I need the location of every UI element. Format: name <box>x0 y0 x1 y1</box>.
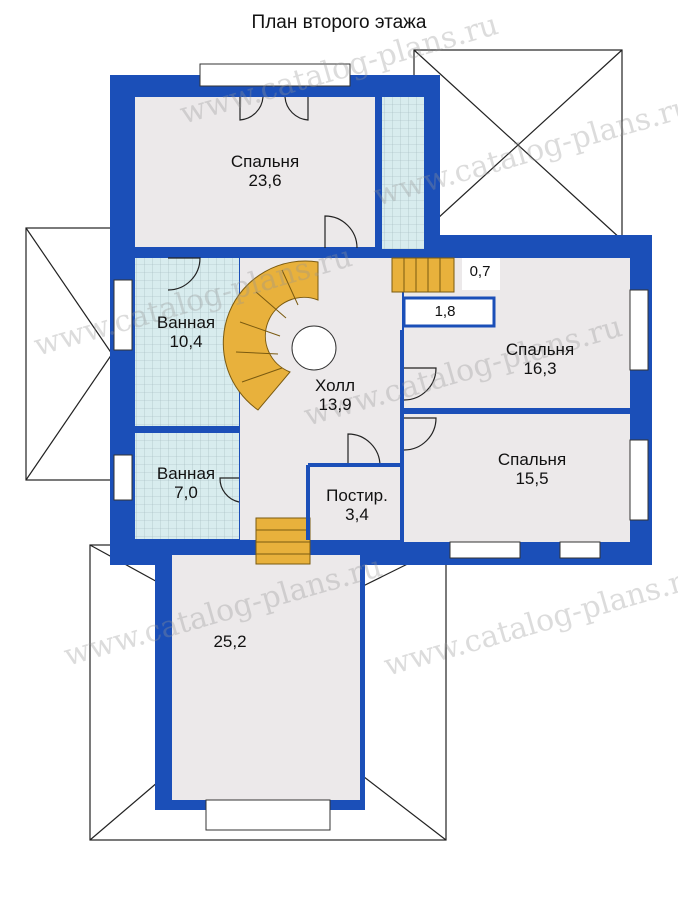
room-name: Холл <box>314 376 356 395</box>
room-label-bedroom3: Спальня 15,5 <box>472 450 592 488</box>
room-label-closet: 0,7 <box>469 263 491 280</box>
room-name: Ванная <box>156 313 216 332</box>
room-name: Спальня <box>505 340 575 359</box>
straight-stair <box>255 257 455 565</box>
page-title: План второго этажа <box>251 12 427 33</box>
room-label-bath1: Ванная 10,4 <box>138 313 234 351</box>
spiral-treads <box>235 262 319 383</box>
room-floors <box>135 97 630 800</box>
room-label-lower: 25,2 <box>213 632 247 651</box>
windows <box>113 63 649 831</box>
room-area: 13,9 <box>318 395 352 414</box>
interior-lines <box>135 250 630 540</box>
spiral-stair <box>222 260 337 411</box>
room-area: 10,4 <box>169 332 203 351</box>
room-label-linen: Постир. 3,4 <box>312 486 402 524</box>
room-label-bedroom1: Спальня 23,6 <box>215 152 315 190</box>
room-area: 3,4 <box>345 505 369 524</box>
room-label-bath2: Ванная 7,0 <box>138 464 234 502</box>
room-name: Спальня <box>230 152 300 171</box>
room-area: 15,5 <box>515 469 549 488</box>
room-area: 23,6 <box>248 171 282 190</box>
room-area: 7,0 <box>174 483 198 502</box>
room-label-hall: Холл 13,9 <box>290 376 380 414</box>
room-label-storage: 1,8 <box>434 303 456 320</box>
room-name: Ванная <box>156 464 216 483</box>
room-label-bedroom2: Спальня 16,3 <box>480 340 600 378</box>
room-name: Постир. <box>326 486 388 505</box>
room-area: 16,3 <box>523 359 557 378</box>
door-swings <box>167 96 437 503</box>
room-name: Спальня <box>497 450 567 469</box>
